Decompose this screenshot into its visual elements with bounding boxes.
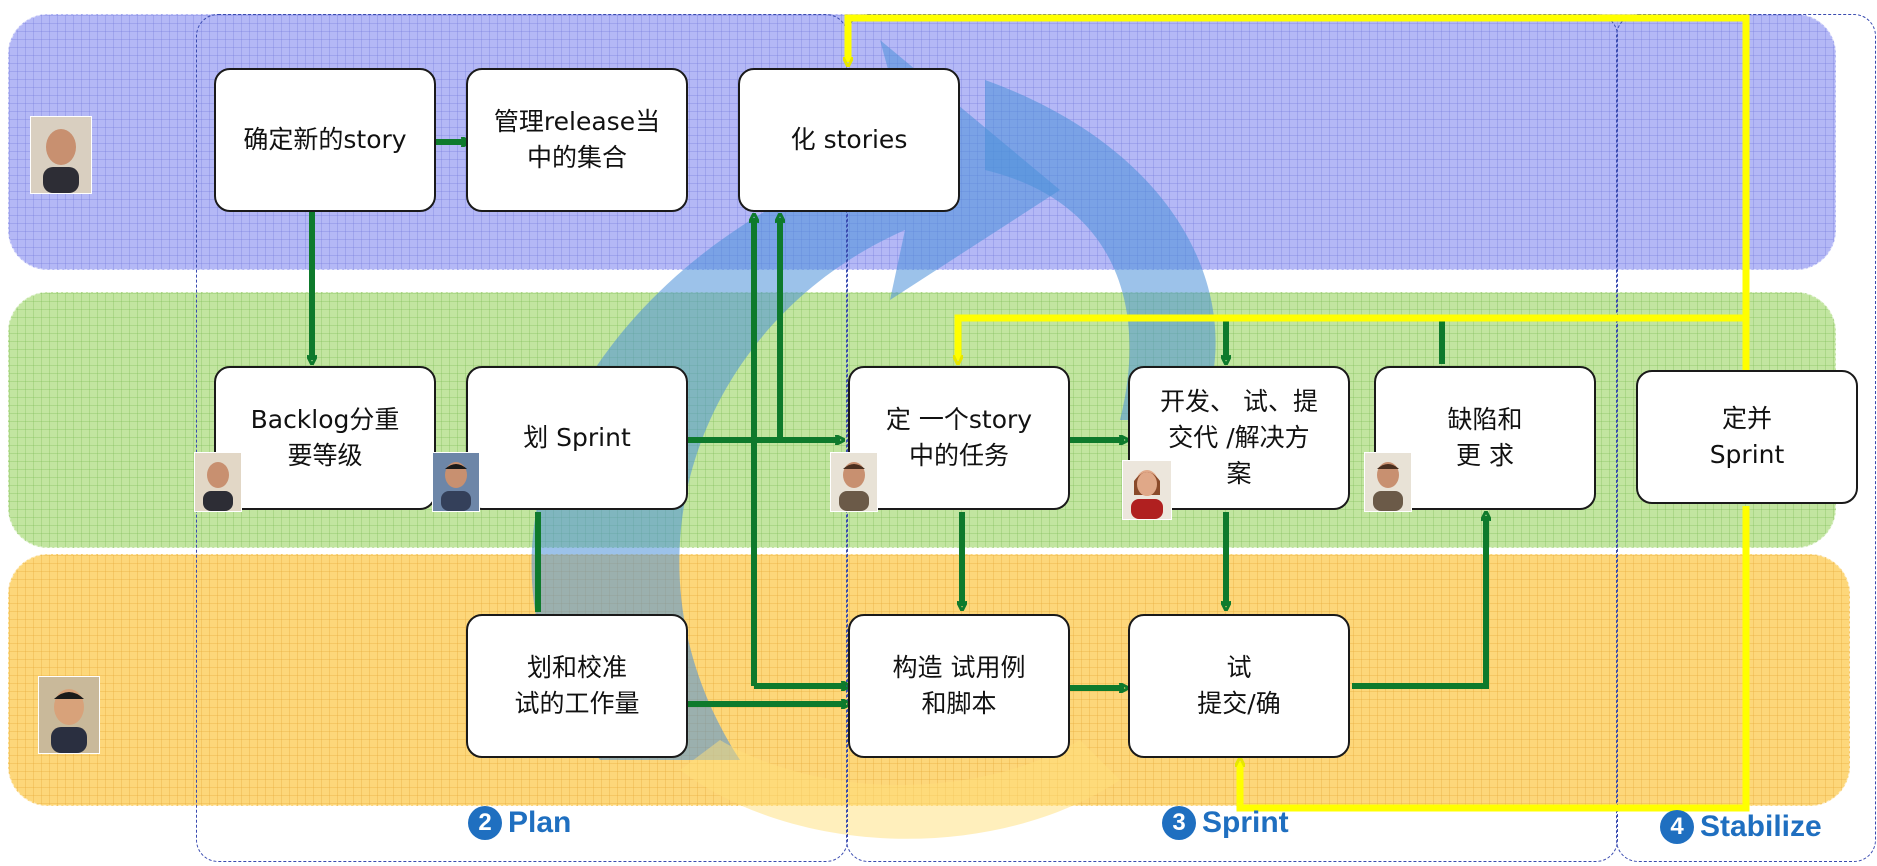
avatar-developer bbox=[1122, 460, 1172, 520]
box-backlog: Backlog分重 要等级 bbox=[214, 366, 436, 510]
avatar-sprint-planner bbox=[432, 452, 480, 512]
phase-label-sprint: 3 Sprint bbox=[1162, 806, 1289, 840]
phase-title-plan: Plan bbox=[508, 806, 572, 839]
box-plan-sprint: 划 Sprint bbox=[466, 366, 688, 510]
box-define-tasks: 定 一个story 中的任务 bbox=[848, 366, 1070, 510]
avatar-tester bbox=[38, 676, 100, 754]
box-calibrate: 划和校准 试的工作量 bbox=[466, 614, 688, 758]
box-stabilize-sprint: 定并 Sprint bbox=[1636, 370, 1858, 504]
phase-label-stabilize: 4 Stabilize bbox=[1660, 810, 1822, 844]
phase-title-sprint: Sprint bbox=[1202, 806, 1289, 839]
avatar-task-owner bbox=[830, 452, 878, 512]
phase-number-sprint: 3 bbox=[1162, 806, 1196, 840]
phase-label-plan: 2 Plan bbox=[468, 806, 571, 840]
avatar-defect-owner bbox=[1364, 452, 1412, 512]
yellow-stabilize-to-testsubmit bbox=[1240, 506, 1750, 812]
yellow-stabilize-to-tasks bbox=[958, 314, 1746, 360]
arrow-testsubmit-to-defects bbox=[1352, 516, 1486, 689]
arrow-sprint-to-stories-a bbox=[688, 218, 780, 443]
phase-title-stabilize: Stabilize bbox=[1700, 810, 1822, 843]
phase-number-stabilize: 4 bbox=[1660, 810, 1694, 844]
box-test-submit: 试 提交/确 bbox=[1128, 614, 1350, 758]
box-stories: 化 stories bbox=[738, 68, 960, 212]
phase-plan-frame bbox=[196, 14, 848, 862]
phase-number-plan: 2 bbox=[468, 806, 502, 840]
box-test-cases: 构造 试用例 和脚本 bbox=[848, 614, 1070, 758]
box-define-story: 确定新的story bbox=[214, 68, 436, 212]
yellow-stabilize-to-stories bbox=[848, 14, 1750, 370]
box-manage-release: 管理release当 中的集合 bbox=[466, 68, 688, 212]
avatar-backlog-owner bbox=[194, 452, 242, 512]
avatar-product-owner bbox=[30, 116, 92, 194]
